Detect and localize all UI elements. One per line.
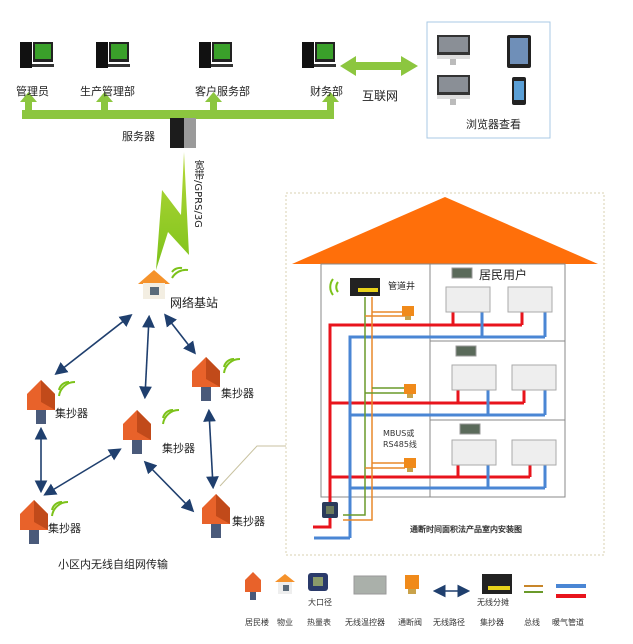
legend-label-valve: 通断阀 [398,618,422,627]
internet-arrow [340,56,418,76]
radiators [445,286,557,466]
bus-arrow-finance [322,92,339,114]
link-base-right [164,313,196,355]
legend-heat-meter-icon [308,573,328,591]
legend-label-concentrator: 集抄器 [480,618,504,627]
link-base-center [139,314,155,400]
server-icon [170,118,196,148]
resident-label: 居民用户 [479,268,528,282]
concentrator-icon [192,357,241,401]
desktop-monitor-icon [437,35,470,65]
thermostat-icon [455,345,477,357]
valve-icon [404,458,416,472]
legend-label-wireless-path: 无线路径 [433,618,465,627]
computer-label-admin: 管理员 [16,85,49,98]
concentrator-icon [123,408,180,454]
legend-label-bus-line: 总线 [524,618,540,627]
link-label: 宽带/GPRS/3G [192,160,203,228]
server-label: 服务器 [122,130,155,143]
legend-bus-line-icon [524,585,543,593]
tablet-icon [507,35,531,68]
heat-meter-icon [322,502,338,518]
base-station-icon [138,266,189,299]
wireless-link-lightning [156,152,189,270]
building-outline [320,263,566,498]
concentrator-label: 集抄器 [221,387,254,400]
link-base-left [54,314,133,375]
heating-pipes [313,312,547,540]
base-station-label: 网络基站 [170,296,219,310]
legend-label-heat-meter: 热量表 [307,618,331,627]
building-caption: 通断时间面积法产品室内安装图 [410,525,522,534]
legend-heating-pipe-icon [556,584,586,598]
legend-concentrator-icon [482,574,512,594]
computer-icon-admin [20,42,54,68]
browser-panel-label: 浏览器查看 [466,118,521,131]
wireless-signal-icon [329,278,339,296]
link-right-bottomright [203,408,219,490]
legend-label-thermostat: 无线温控器 [345,618,385,627]
phone-icon [512,77,526,105]
callout-line [219,445,286,487]
computer-label-finance: 财务部 [310,85,343,98]
legend-residential-icon [245,572,261,600]
valve-icon [402,306,414,320]
mesh-caption: 小区内无线自组网传输 [58,558,168,571]
bus-arrow-admin [20,92,37,114]
bus-arrow-customer [205,92,222,114]
bus-label-2: RS485线 [383,440,417,449]
bus-label-1: MBUS或 [383,429,415,438]
legend-sublabel-heat-meter: 大口径 [308,598,332,607]
desktop-monitor-icon [437,75,470,105]
link-center-bottomright [143,460,195,513]
legend-thermostat-icon [353,575,387,595]
internet-label: 互联网 [362,89,399,103]
legend-label-heating-pipe: 暖气管道 [552,618,584,627]
concentrator-label: 集抄器 [162,442,195,455]
link-bottomleft-center [43,448,122,496]
legend-label-property: 物业 [277,618,293,627]
pipe-well-concentrator-icon [350,278,380,296]
office-bus [20,92,339,119]
computer-label-production: 生产管理部 [80,85,135,98]
concentrator-label: 集抄器 [55,407,88,420]
legend-valve-icon [405,575,419,594]
thermostat-icon [459,423,481,435]
concentrator-icon [20,500,69,544]
concentrator-label: 集抄器 [48,522,81,535]
mesh-links [34,313,219,513]
roof [292,197,598,264]
legend-sublabel-concentrator: 无线分摊 [477,598,509,607]
pipe-well-label: 管道井 [388,282,416,292]
legend-property-icon [275,574,295,594]
bus-arrow-production [96,92,113,114]
valve-icon [404,384,416,398]
computer-icon-customer [199,42,233,68]
concentrator-label: 集抄器 [232,515,265,528]
concentrator-icon [202,494,230,538]
thermostat-icon [451,267,473,279]
computer-label-customer: 客户服务部 [195,85,250,98]
computer-icon-production [96,42,130,68]
concentrator-icon [27,380,76,424]
computer-icon-finance [302,42,336,68]
bus-lines [343,297,405,521]
legend-label-residential: 居民楼 [245,618,269,627]
